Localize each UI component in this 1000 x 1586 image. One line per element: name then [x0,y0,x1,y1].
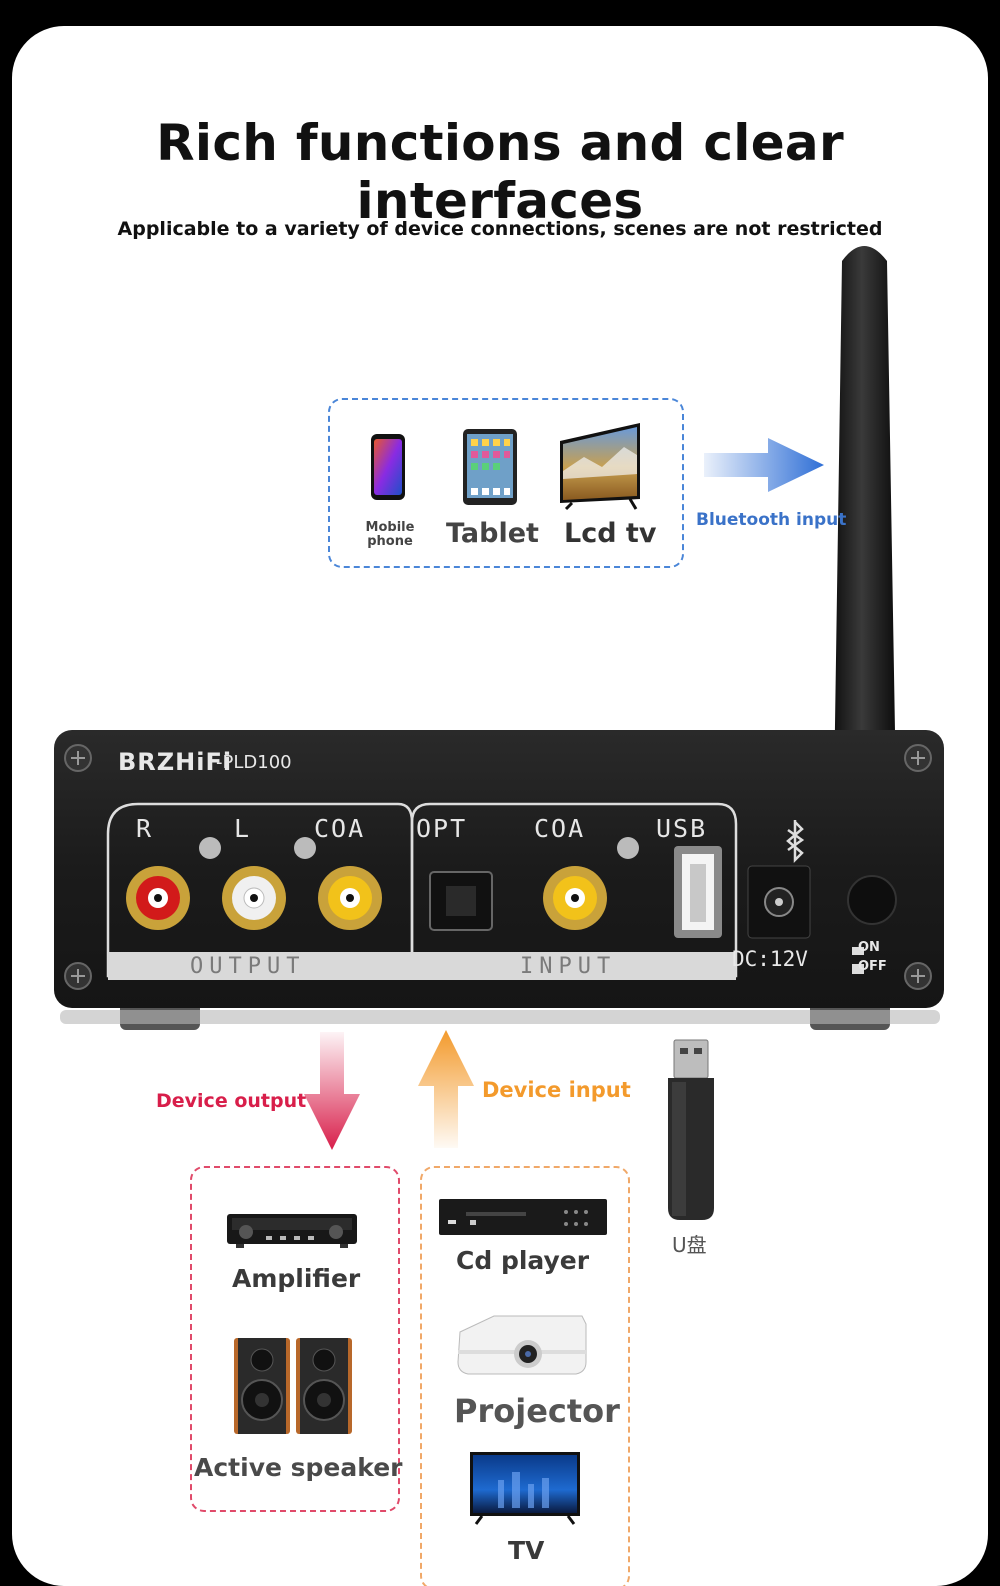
port-label-r: R [136,814,154,843]
output-devices-box [190,1166,400,1512]
port-label-opt: OPT [416,814,468,843]
page-subtitle: Applicable to a variety of device connec… [117,218,883,240]
bluetooth-input-label: Bluetooth input [696,510,847,530]
usb-drive-icon [668,1039,714,1220]
speaker-icon [234,1338,352,1434]
input-devices-box [420,1166,630,1586]
tv-icon [470,1452,580,1525]
lcd-tv-icon [560,423,640,511]
cd-player-label: Cd player [456,1246,590,1275]
dac-device-front [54,730,944,1030]
switch-on-label: ON [858,940,880,955]
device-output-label: Device output [156,1090,307,1112]
amplifier-icon [227,1214,357,1248]
amplifier-label: Amplifier [232,1264,361,1293]
model-label: -PLD100 [216,752,292,773]
output-strip-label: OUTPUT [190,954,306,979]
cd-player-icon [439,1199,607,1235]
port-label-l: L [234,814,252,843]
tv-label: TV [508,1536,545,1565]
usb-drive-label: U盘 [672,1233,707,1257]
port-label-coa-in: COA [534,814,586,843]
tablet-label: Tablet [446,518,539,549]
brand-label: BRZHiFi [118,748,233,776]
port-label-usb: USB [656,814,708,843]
input-strip-label: INPUT [520,954,617,979]
input-arrow-icon [418,1030,474,1148]
projector-icon [457,1315,587,1375]
tablet-icon [463,429,517,505]
active-speaker-label: Active speaker [194,1453,403,1482]
switch-off-label: OFF [858,959,887,974]
lcd-tv-label: Lcd tv [564,518,657,549]
projector-label: Projector [454,1392,620,1430]
bluetooth-devices-box [328,398,684,568]
product-card: Rich functions and clear interfaces Appl… [12,26,988,1586]
bluetooth-arrow-icon [704,438,824,492]
mobile-phone-icon [371,434,405,500]
power-label: DC:12V [732,947,808,971]
page-title: Rich functions and clear interfaces [156,114,844,230]
output-arrow-icon [304,1032,360,1150]
port-label-coa-out: COA [314,814,366,843]
device-input-label: Device input [482,1078,631,1102]
